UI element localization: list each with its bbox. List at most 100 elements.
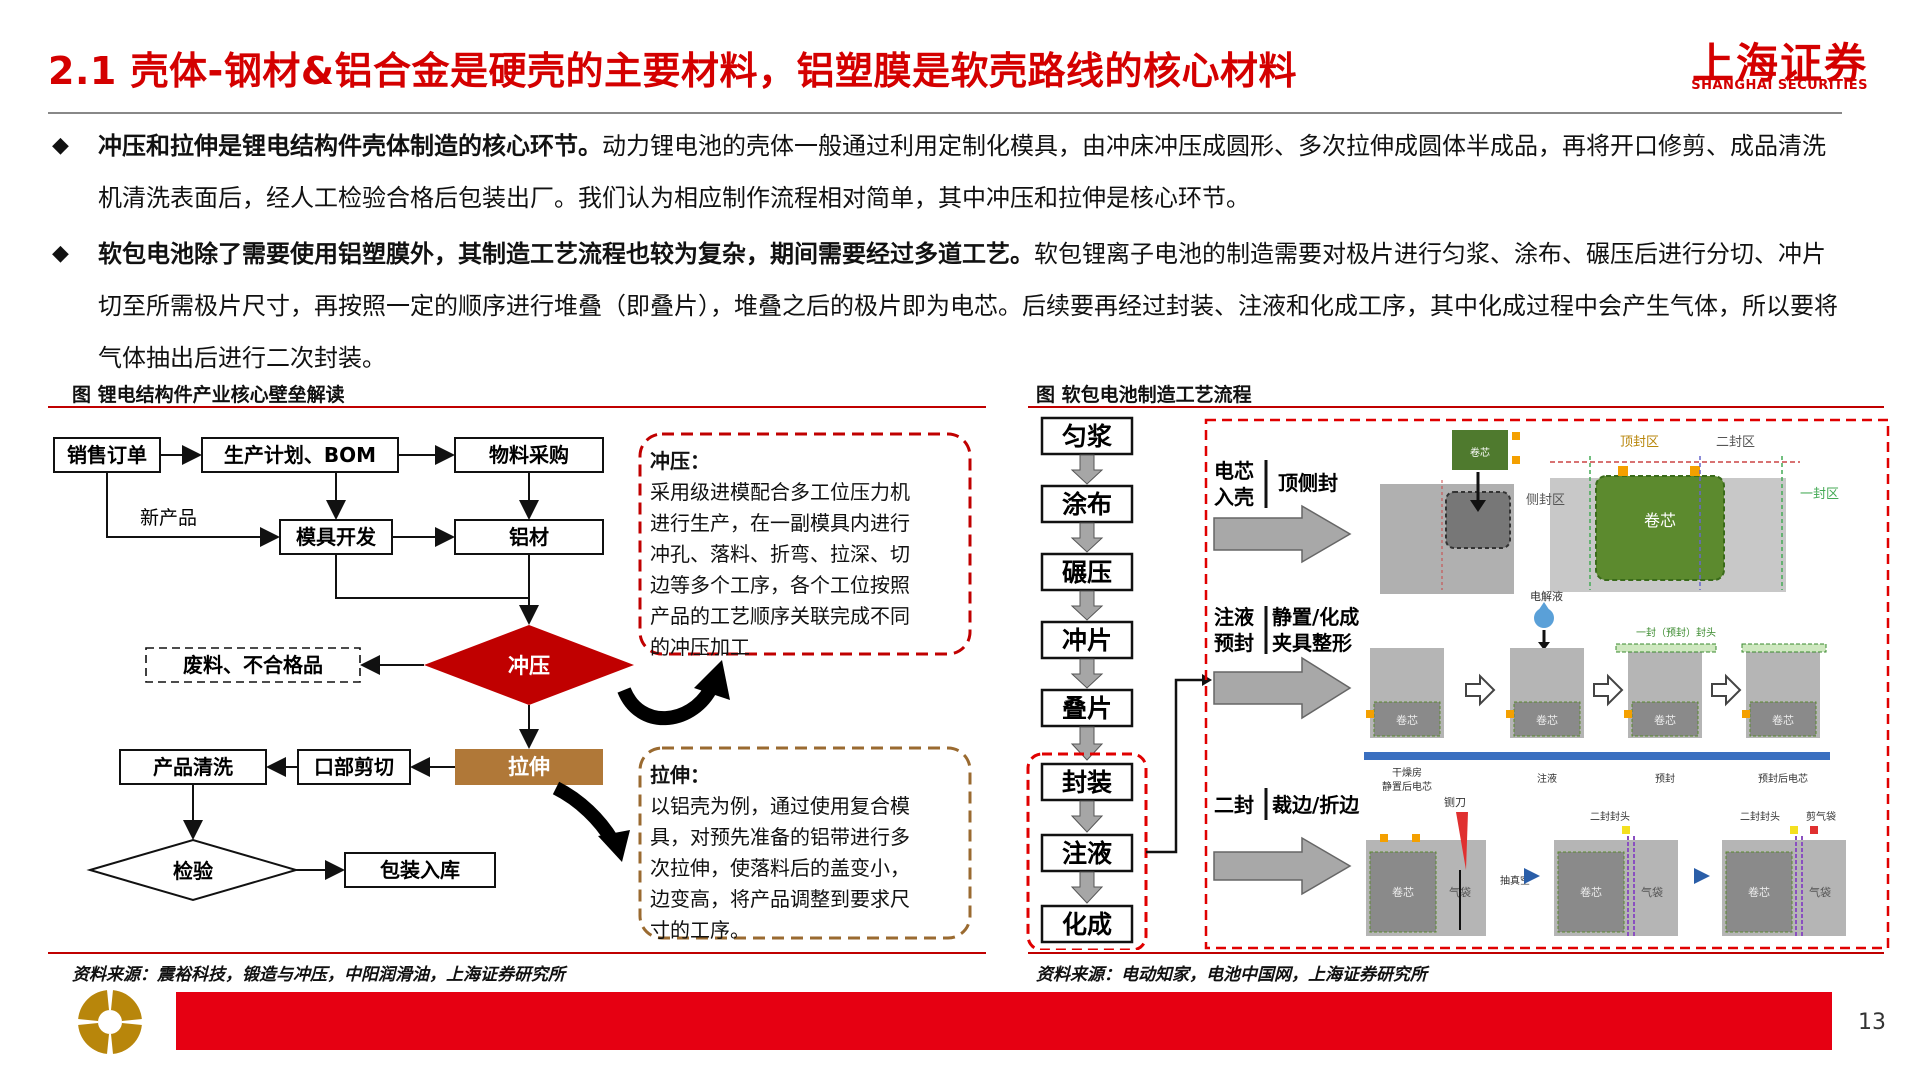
process-step: 冲片 bbox=[1040, 620, 1134, 660]
stamping-callout: 冲压： 采用级进模配合多工位压力机 进行生产，在一副模具内进行 冲孔、落料、折弯… bbox=[650, 446, 966, 663]
svg-text:铡刀: 铡刀 bbox=[1444, 796, 1466, 809]
packing-box: 包装入库 bbox=[344, 852, 496, 888]
process-step: 涂布 bbox=[1040, 484, 1134, 524]
svg-text:涂布: 涂布 bbox=[1062, 490, 1112, 519]
svg-text:气袋: 气袋 bbox=[1641, 885, 1663, 899]
drawing-arrow-head bbox=[598, 830, 630, 862]
detail-connector bbox=[1146, 678, 1202, 854]
drawing-callout-line: 边变高，将产品调整到要求尺 bbox=[650, 887, 910, 911]
drawing-label: 拉伸 bbox=[508, 755, 550, 779]
scrap-label: 废料、不合格品 bbox=[183, 653, 323, 677]
svg-text:静置后电芯: 静置后电芯 bbox=[1382, 780, 1432, 793]
stamping-callout-line: 的冲压加工 bbox=[650, 635, 750, 659]
stamping-callout-frame bbox=[638, 432, 972, 656]
svg-text:气袋: 气袋 bbox=[1809, 885, 1831, 899]
svg-text:叠片: 叠片 bbox=[1062, 694, 1112, 723]
right-process-figure: 匀浆 涂布 碾压 冲片 叠片 封装 注液 化成 电芯 入壳 顶侧封 注液 预封 … bbox=[1026, 416, 1890, 950]
svg-text:侧封区: 侧封区 bbox=[1526, 493, 1565, 508]
stamping-diamond: 冲压 bbox=[424, 625, 634, 705]
process-step: 匀浆 bbox=[1040, 416, 1134, 456]
left-source-rule bbox=[48, 952, 986, 954]
bullet-2-text: 软包锂离子电池的制造需要对极片进行匀浆、涂布、碾压后进行分切、冲片切至所需极片尺… bbox=[98, 240, 1838, 372]
stage2-left: 预封 bbox=[1214, 631, 1254, 655]
left-source: 资料来源：震裕科技，锻造与冲压，中阳润滑油，上海证券研究所 bbox=[72, 965, 565, 985]
drawing-callout-line: 次拉伸，使落料后的盖变小， bbox=[650, 856, 910, 880]
process-step: 碾压 bbox=[1040, 552, 1134, 592]
procurement-label: 物料采购 bbox=[489, 443, 569, 467]
svg-text:匀浆: 匀浆 bbox=[1062, 422, 1112, 451]
brand-emblem-icon bbox=[78, 990, 142, 1054]
svg-text:卷芯: 卷芯 bbox=[1470, 446, 1490, 459]
right-source-rule bbox=[1028, 952, 1884, 954]
svg-text:剪气袋: 剪气袋 bbox=[1806, 810, 1836, 823]
trim-box: 口部剪切 bbox=[297, 749, 411, 785]
right-caption-rule bbox=[1028, 406, 1884, 408]
process-step: 叠片 bbox=[1040, 688, 1134, 728]
bullet-2-bold: 软包电池除了需要使用铝塑膜外，其制造工艺流程也较为复杂，期间需要经过多道工艺。 bbox=[98, 240, 1034, 268]
new-product-label: 新产品 bbox=[140, 507, 197, 529]
page-title: 2.1 壳体-钢材&铝合金是硬壳的主要材料，铝塑膜是软壳路线的核心材料 bbox=[48, 49, 1297, 93]
stamping-callout-line: 产品的工艺顺序关联完成不同 bbox=[650, 604, 910, 628]
stage3-right: 裁边/折边 bbox=[1272, 793, 1360, 817]
svg-text:卷芯: 卷芯 bbox=[1392, 885, 1414, 899]
aluminum-box: 铝材 bbox=[454, 519, 604, 555]
stage2-right: 夹具整形 bbox=[1272, 631, 1352, 655]
svg-text:卷芯: 卷芯 bbox=[1772, 713, 1794, 727]
stage-labels: 电芯 入壳 顶侧封 注液 预封 静置/化成 夹具整形 二封 裁边/折边 bbox=[1214, 459, 1360, 820]
stamping-callout-line: 冲孔、落料、折弯、拉深、切 bbox=[650, 542, 910, 566]
left-caption-rule bbox=[48, 406, 986, 408]
header-divider bbox=[48, 112, 1842, 114]
svg-text:化成: 化成 bbox=[1062, 910, 1112, 939]
drawing-callout-frame bbox=[638, 746, 972, 940]
step-down-arrows bbox=[1070, 454, 1104, 904]
svg-text:顶封区: 顶封区 bbox=[1620, 435, 1659, 450]
procurement-box: 物料采购 bbox=[454, 437, 604, 473]
svg-text:卷芯: 卷芯 bbox=[1644, 511, 1676, 530]
drawing-callout-head: 拉伸： bbox=[650, 763, 710, 787]
svg-text:电解液: 电解液 bbox=[1530, 589, 1563, 603]
stage1-left: 入壳 bbox=[1214, 485, 1254, 509]
stage3-illustration: 卷芯 气袋 铡刀 抽真空 卷芯 气袋 二封封头 卷芯 气袋 二封封头 剪气袋 bbox=[1366, 796, 1846, 936]
svg-text:一封（预封）封头: 一封（预封）封头 bbox=[1636, 626, 1716, 639]
aluminum-label: 铝材 bbox=[509, 525, 549, 549]
scrap-box: 废料、不合格品 bbox=[145, 647, 361, 683]
page-number: 13 bbox=[1858, 1010, 1886, 1035]
svg-text:冲片: 冲片 bbox=[1062, 626, 1112, 655]
process-step: 封装 bbox=[1040, 762, 1134, 802]
bullet-1-bold: 冲压和拉伸是锂电结构件壳体制造的核心环节。 bbox=[98, 132, 602, 160]
production-plan-box: 生产计划、BOM bbox=[201, 437, 399, 473]
brand-logo-text: 上海证券 bbox=[1691, 39, 1868, 88]
detail-frame bbox=[1204, 418, 1890, 950]
flow-connectors bbox=[106, 445, 539, 880]
svg-text:卷芯: 卷芯 bbox=[1396, 713, 1418, 727]
right-figure-caption: 图 软包电池制造工艺流程 bbox=[1036, 384, 1252, 406]
mold-dev-label: 模具开发 bbox=[296, 525, 377, 549]
stage1-left: 电芯 bbox=[1214, 459, 1254, 483]
svg-text:碾压: 碾压 bbox=[1062, 558, 1112, 587]
stage1-illustration: 卷芯 卷芯 顶封区 二封区 侧封区 一封区 bbox=[1380, 430, 1839, 594]
drawing-callout: 拉伸： 以铝壳为例，通过使用复合模 具，对预先准备的铝带进行多 次拉伸，使落料后… bbox=[650, 760, 966, 946]
stage2-left: 注液 bbox=[1214, 605, 1255, 629]
production-plan-label: 生产计划、BOM bbox=[224, 443, 376, 467]
sales-order-box: 销售订单 bbox=[53, 437, 161, 473]
stamping-arrow-head bbox=[694, 660, 730, 700]
process-step: 注液 bbox=[1040, 833, 1134, 873]
inspection-diamond: 检验 bbox=[86, 838, 300, 902]
bullet-1: ◆ 冲压和拉伸是锂电结构件壳体制造的核心环节。动力锂电池的壳体一般通过利用定制化… bbox=[52, 120, 1842, 224]
product-clean-label: 产品清洗 bbox=[153, 755, 233, 779]
right-source: 资料来源：电动知家，电池中国网，上海证券研究所 bbox=[1036, 965, 1427, 985]
diamond-bullet-icon: ◆ bbox=[52, 133, 69, 158]
process-steps: 匀浆 涂布 碾压 冲片 叠片 封装 注液 化成 bbox=[1040, 416, 1134, 944]
left-flowchart: 销售订单 生产计划、BOM 物料采购 新产品 模具开发 铝材 废料、不合格品 冲… bbox=[53, 432, 972, 940]
svg-text:二封区: 二封区 bbox=[1716, 435, 1755, 450]
diamond-bullet-icon: ◆ bbox=[52, 241, 69, 266]
svg-text:一封区: 一封区 bbox=[1800, 487, 1839, 502]
stamping-label: 冲压 bbox=[508, 654, 550, 678]
stamping-curved-arrow bbox=[617, 686, 717, 726]
mold-dev-box: 模具开发 bbox=[279, 519, 393, 555]
process-step: 化成 bbox=[1040, 904, 1134, 944]
sales-order-label: 销售订单 bbox=[67, 443, 147, 467]
svg-text:二封封头: 二封封头 bbox=[1740, 810, 1780, 823]
bullet-2: ◆ 软包电池除了需要使用铝塑膜外，其制造工艺流程也较为复杂，期间需要经过多道工艺… bbox=[52, 228, 1842, 384]
drawing-curved-arrow bbox=[552, 781, 619, 844]
